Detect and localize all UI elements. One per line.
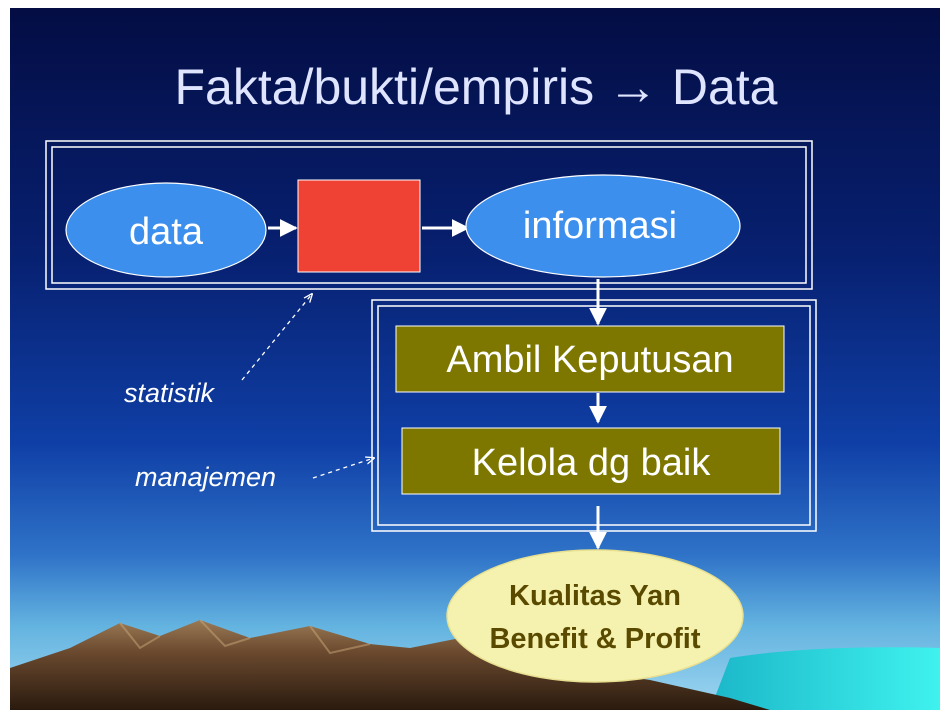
outcome-line-1: Kualitas Yan — [509, 580, 681, 612]
statistik-pointer — [241, 294, 312, 381]
slide-title: Fakta/bukti/empiris → Data — [175, 59, 778, 115]
data-label: data — [129, 211, 204, 253]
informasi-label: informasi — [523, 205, 677, 247]
decision-box — [395, 325, 785, 393]
mountain-range — [10, 620, 770, 710]
informasi-ellipse — [465, 174, 741, 278]
statistik-label: statistik — [124, 378, 216, 408]
manajemen-label: manajemen — [135, 462, 276, 492]
water-decoration — [710, 647, 940, 710]
manage-label: Kelola dg baik — [472, 442, 712, 484]
manage-box — [401, 427, 781, 495]
mountain-highlight — [119, 619, 371, 655]
outcome-line-2: Benefit & Profit — [489, 623, 700, 655]
manajemen-pointer — [312, 458, 374, 479]
presentation-slide: Fakta/bukti/empiris → Data data informas… — [10, 8, 940, 710]
management-frame — [371, 299, 817, 532]
decision-label: Ambil Keputusan — [446, 339, 733, 381]
slide-canvas: Fakta/bukti/empiris → Data data informas… — [10, 8, 940, 710]
outcome-ellipse — [446, 549, 744, 683]
data-ellipse — [65, 182, 267, 278]
statistik-process-box — [297, 179, 421, 273]
data-processing-frame — [45, 140, 813, 290]
